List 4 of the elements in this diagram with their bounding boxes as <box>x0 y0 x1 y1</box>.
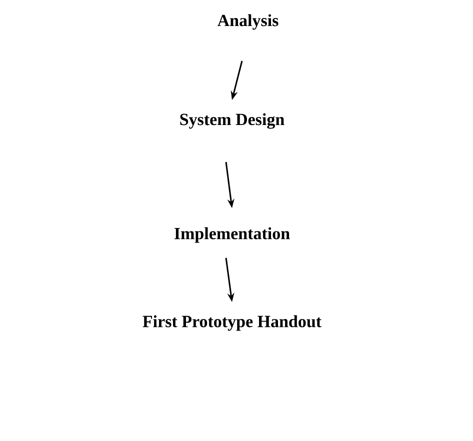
stage-label: Analysis <box>217 14 278 30</box>
stage-label: First Prototype Handout <box>142 315 322 331</box>
stage-label: System Design <box>180 113 284 129</box>
stage-label: Implementation <box>174 227 290 243</box>
